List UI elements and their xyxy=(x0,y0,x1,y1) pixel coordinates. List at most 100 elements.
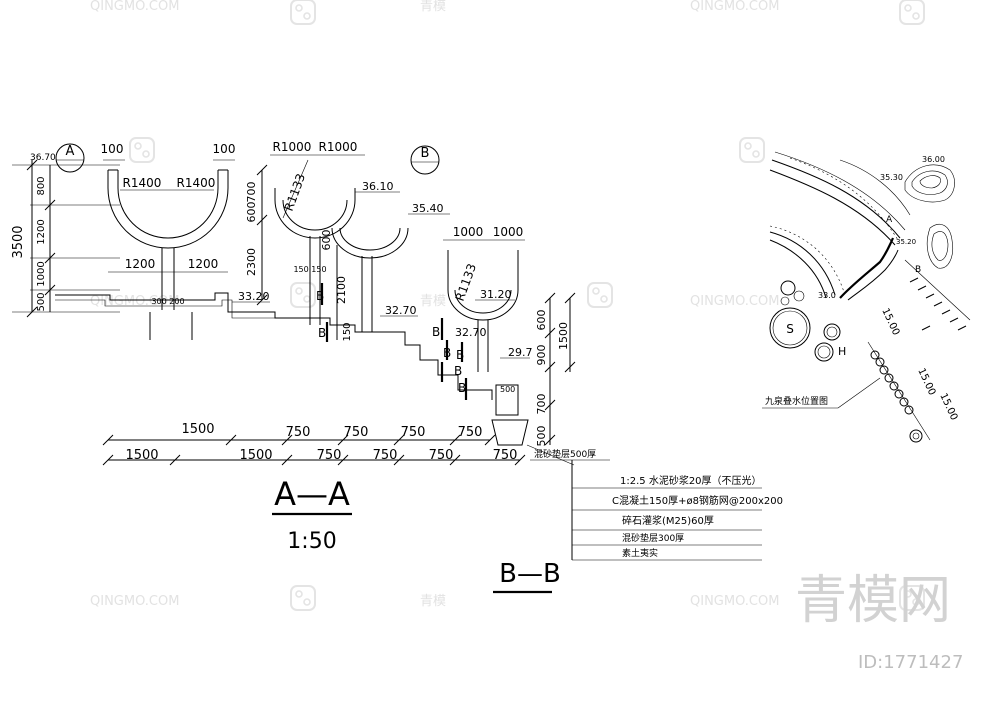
dim-700-b: 700 xyxy=(535,394,548,415)
bottom-dimensions: 1500 750 750 750 750 1500 1500 750 750 7… xyxy=(102,422,526,466)
dim-bottom-1500: 1500 xyxy=(125,448,158,463)
watermark-text: 青模 xyxy=(420,0,446,14)
dim-bottom-750: 750 xyxy=(286,425,311,440)
watermark-text: QINGMO.COM xyxy=(690,594,779,609)
radius-r1000-left: R1000 xyxy=(273,140,312,154)
dim-2100: 2100 xyxy=(335,276,348,304)
width-1200-right: 1200 xyxy=(188,257,219,271)
site-dim-15: 15.00 xyxy=(879,307,901,338)
dim-1500: 1500 xyxy=(557,322,570,350)
dim-3500: 3500 xyxy=(11,225,26,258)
site-marker-b: B xyxy=(915,265,921,275)
dim-1000-right: 1000 xyxy=(493,225,524,239)
watermark-logo-icon xyxy=(899,585,925,611)
dim-bottom-750: 750 xyxy=(458,425,483,440)
dim-2300: 2300 xyxy=(245,248,258,276)
bowl-small: 1000 1000 R1133 31.20 32.70 29.7 900 600… xyxy=(443,225,576,447)
level-35-40: 35.40 xyxy=(412,202,444,215)
watermark-logo-icon xyxy=(587,282,613,308)
width-1200-left: 1200 xyxy=(125,257,156,271)
dim-600-a: 600 xyxy=(245,202,258,223)
layer-5: 素土夷实 xyxy=(622,547,658,559)
radius-r1400-right: R1400 xyxy=(177,176,216,190)
dim-700: 700 xyxy=(245,182,258,203)
site-level: 33.0 xyxy=(818,291,836,300)
site-plan-caption: 九泉叠水位置图 xyxy=(765,395,828,407)
watermark-logo-icon xyxy=(290,585,316,611)
axis-label-a: A xyxy=(66,144,75,159)
watermark-logo-icon xyxy=(899,0,925,25)
site-dim-15: 15.00 xyxy=(915,367,937,398)
site-level: 35.20 xyxy=(896,238,916,246)
dim-bottom-750: 750 xyxy=(401,425,426,440)
site-level: 35.30 xyxy=(880,173,903,182)
bowl-medium-2: 35.40 600 2100 150 32.70 xyxy=(320,202,450,342)
bowl-medium: R1000 R1000 R1133 36.10 700 600 2300 150… xyxy=(245,140,400,325)
dim-bottom-750: 750 xyxy=(317,448,342,463)
watermark-text: QINGMO.COM xyxy=(90,294,179,309)
dim-800: 800 xyxy=(36,176,47,195)
axis-bubble-b: B xyxy=(410,145,440,175)
dim-bottom-750: 750 xyxy=(429,448,454,463)
b-mark: B xyxy=(316,289,324,303)
layer-3: 碎石灌浆(M25)60厚 xyxy=(622,514,714,527)
watermark-logo-icon xyxy=(739,137,765,163)
watermark-logo-icon xyxy=(290,0,316,25)
watermark-layer: QINGMO.COM QINGMO.COM QINGMO.COM QINGMO.… xyxy=(90,0,963,673)
b-mark: B xyxy=(454,364,462,378)
section-aa: A B 3500 800 1200 1000 500 36.70 xyxy=(11,140,576,554)
dim-1000-left: 1000 xyxy=(453,225,484,239)
radius-r1133-a: R1133 xyxy=(282,172,308,213)
watermark-brand: 青模网 xyxy=(795,571,951,631)
watermark-text: 青模 xyxy=(420,294,446,309)
level-33-20: 33.20 xyxy=(238,290,270,303)
dim-500-b: 500 xyxy=(535,426,548,447)
dim-500: 500 xyxy=(36,292,47,311)
bowl-large: 100 100 R1400 R1400 1200 1200 300 200 xyxy=(101,142,235,310)
layer-1: 1:2.5 水泥砂浆20厚（不压光） xyxy=(620,474,762,487)
watermark-text: QINGMO.COM xyxy=(90,594,179,609)
b-mark: B xyxy=(443,346,451,360)
radius-r1133-b: R1133 xyxy=(453,262,479,303)
radius-r1000-right: R1000 xyxy=(319,140,358,154)
left-dimension: 3500 800 1200 1000 500 36.70 xyxy=(11,153,120,318)
dim-150: 150 xyxy=(342,322,353,341)
dim-150-150: 150 150 xyxy=(293,265,326,274)
watermark-text: QINGMO.COM xyxy=(690,0,779,14)
radius-r1400-left: R1400 xyxy=(123,176,162,190)
dim-500-small: 500 xyxy=(500,385,515,394)
callout-label: 混砂垫层500厚 xyxy=(534,448,596,460)
dim-bottom-1500: 1500 xyxy=(181,422,214,437)
level-36-70: 36.70 xyxy=(30,153,56,163)
pool-label-s: S xyxy=(786,322,794,336)
level-36-10: 36.10 xyxy=(362,180,394,193)
dim-bottom-750: 750 xyxy=(344,425,369,440)
axis-label-b: B xyxy=(421,146,430,161)
axis-bubble-a: A xyxy=(55,143,85,173)
section-aa-title: A—A xyxy=(274,475,350,513)
b-mark: B xyxy=(458,381,466,395)
stepped-base: 33.20 xyxy=(55,290,493,400)
site-level: 36.00 xyxy=(922,155,945,164)
watermark-id: ID:1771427 xyxy=(858,652,963,673)
dim-1200: 1200 xyxy=(36,219,47,244)
b-mark: B xyxy=(318,326,326,340)
layer-2: C混凝土150厚+ø8钢筋网@200x200 xyxy=(612,494,783,507)
site-plan: S H 15.00 15.00 15.00 36.00 35.30 35.20 … xyxy=(762,151,971,443)
dim-1000: 1000 xyxy=(36,261,47,286)
site-dim-15: 15.00 xyxy=(937,392,959,423)
level-29-7: 29.7 xyxy=(508,346,533,359)
dim-600-b: 600 xyxy=(320,230,333,251)
watermark-logo-icon xyxy=(290,282,316,308)
section-bb: 混砂垫层500厚 1:2.5 水泥砂浆20厚（不压光） C混凝土150厚+ø8钢… xyxy=(493,444,783,594)
section-aa-scale: 1:50 xyxy=(287,529,336,554)
b-mark: B xyxy=(432,325,440,339)
dim-100-left: 100 xyxy=(101,142,124,156)
b-mark: B xyxy=(456,348,464,362)
watermark-text: QINGMO.COM xyxy=(690,294,779,309)
section-b-marks: B B B B B B B xyxy=(316,283,468,400)
dim-bottom-750: 750 xyxy=(493,448,518,463)
level-32-70-a: 32.70 xyxy=(385,304,417,317)
dim-300-200: 300 200 xyxy=(151,297,184,306)
